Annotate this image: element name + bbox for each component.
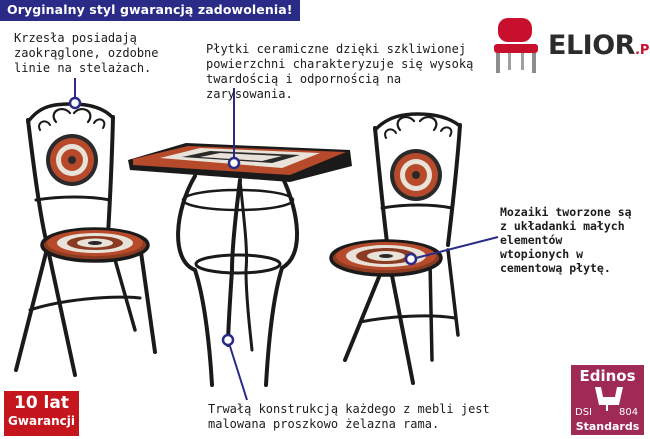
elior-logo[interactable]: ELIOR.PL <box>486 12 650 78</box>
warranty-years: 10 lat <box>13 393 69 413</box>
note-chairs-line: linie na stelażach. <box>14 61 152 75</box>
note-mosaic-line: wtopionych w <box>500 247 584 261</box>
edinos-number: 804 <box>619 407 639 418</box>
edinos-standards: Standards <box>575 420 640 433</box>
right-chair-medallion <box>390 149 442 201</box>
note-tiles-line: Płytki ceramiczne dzięki szkliwionej <box>206 42 467 56</box>
note-tiles: Płytki ceramiczne dzięki szkliwionej pow… <box>206 42 473 102</box>
callout-dots <box>68 96 418 347</box>
left-chair-medallion <box>46 134 98 186</box>
logo-wordmark: ELIOR.PL <box>548 30 650 61</box>
chair-logo-icon <box>494 18 538 73</box>
note-frame: Trwałą konstrukcją każdego z mebli jest … <box>208 402 490 432</box>
warranty-badge: 10 lat Gwarancji <box>4 391 79 436</box>
left-seat-mosaic <box>47 230 143 256</box>
top-banner: Oryginalny styl gwarancją zadowolenia! <box>0 0 300 21</box>
edinos-chair-icon <box>595 387 623 411</box>
note-mosaic-line: Mozaiki tworzone są <box>500 205 632 219</box>
note-chairs: Krzesła posiadają zaokrąglone, ozdobne l… <box>14 31 159 76</box>
edinos-brand: Edinos <box>579 367 636 385</box>
edinos-code: DSI <box>575 407 592 418</box>
banner-text: Oryginalny styl gwarancją zadowolenia! <box>7 2 293 17</box>
note-mosaic-line: elementów <box>500 233 563 247</box>
note-chairs-line: zaokrąglone, ozdobne <box>14 46 159 60</box>
note-tiles-line: zarysowania. <box>206 87 293 101</box>
note-mosaic-line: z układanki małych <box>500 219 625 233</box>
note-tiles-line: twardością i odpornością na <box>206 72 402 86</box>
note-tiles-line: powierzchni charakteryzuje się wysoką <box>206 57 474 71</box>
logo-name: ELIOR <box>548 30 635 61</box>
note-frame-line: malowana proszkowo żelazna rama. <box>208 417 440 431</box>
note-frame-line: Trwałą konstrukcją każdego z mebli jest <box>208 402 490 416</box>
note-chairs-line: Krzesła posiadają <box>14 31 137 45</box>
logo-suffix: .PL <box>634 43 650 58</box>
edinos-badge: Edinos DSI 804 Standards <box>571 365 644 435</box>
note-mosaic-line: cementową płytę. <box>500 261 611 275</box>
warranty-label: Gwarancji <box>8 414 75 428</box>
note-mosaic: Mozaiki tworzone są z układanki małych e… <box>500 205 632 275</box>
table <box>176 174 300 387</box>
